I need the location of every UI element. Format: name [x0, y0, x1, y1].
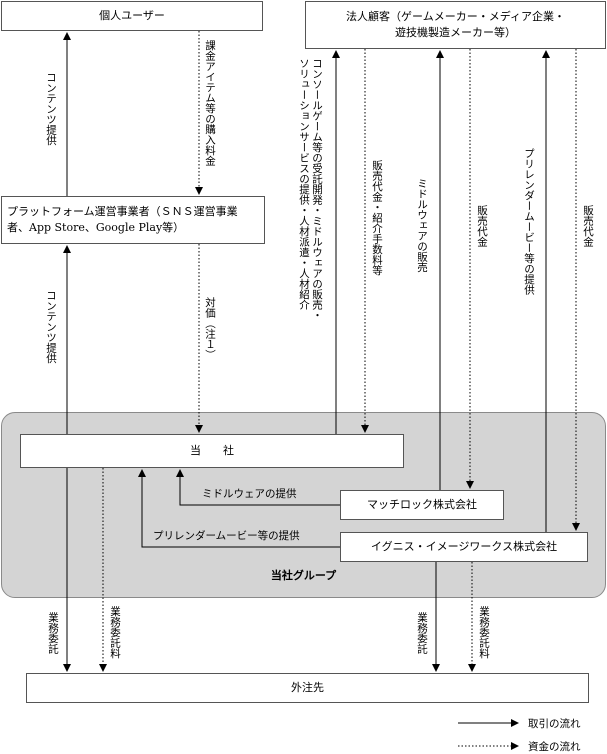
outsource-box: 外注先 [26, 673, 589, 703]
legend-funds-label: 資金の流れ [528, 741, 581, 753]
label-sales-price-1: 販売代金 [476, 205, 488, 247]
matchlock-box: マッチロック株式会社 [340, 490, 504, 520]
label-prerender-provision-2: プリレンダームービー等の提供 [153, 530, 300, 542]
matchlock-label: マッチロック株式会社 [367, 497, 477, 511]
company-label: 当 社 [190, 443, 234, 457]
label-outsourcing-right: 業務委託 [416, 612, 428, 654]
label-prerender-provision: プリレンダームービー等の提供 [523, 148, 535, 295]
arrow-matchlock-to-company [176, 469, 340, 506]
corporate-client-label-2: 遊技機製造メーカー等） [395, 26, 516, 39]
label-middleware-provision: ミドルウェアの提供 [202, 488, 297, 500]
label-consideration: 対価（注１） [204, 297, 216, 360]
platform-operator-box: プラットフォーム運営事業者（ＳＮＳ運営事業 者、App Store、Google… [1, 196, 265, 244]
label-outsourcing-fee-right: 業務委託料 [478, 606, 490, 659]
label-outsourcing-fee-left: 業務委託料 [109, 606, 121, 659]
label-outsourcing-left: 業務委託 [47, 612, 59, 654]
group-label: 当社グループ [270, 569, 337, 582]
individual-user-label: 個人ユーザー [99, 8, 165, 22]
label-sales-fee: 販売代金・紹介手数料等 [371, 160, 383, 276]
corporate-client-box: 法人顧客（ゲームメーカー・メディア企業・ 遊技機製造メーカー等） [305, 1, 606, 49]
label-console-dev-1: コンソールゲーム等の受託開発・ミドルウェアの販売・ [311, 58, 323, 321]
label-content-provision-mid: コンテンツ提供 [45, 290, 57, 364]
individual-user-box: 個人ユーザー [1, 1, 263, 31]
platform-operator-label-1: プラットフォーム運営事業者（ＳＮＳ運営事業 [7, 204, 238, 218]
label-console-dev-2: ソリューションサービスの提供・人材派遣・人材紹介 [298, 58, 310, 310]
platform-operator-label-2: 者、App Store、Google Play等） [7, 221, 185, 234]
arrow-ignis-to-company [138, 469, 340, 548]
label-content-provision-top: コンテンツ提供 [45, 72, 57, 146]
ignis-box: イグニス・イメージワークス株式会社 [340, 532, 588, 562]
label-middleware-sales: ミドルウェアの販売 [416, 178, 428, 273]
outsource-label: 外注先 [291, 680, 324, 694]
company-box: 当 社 [20, 434, 404, 468]
legend-transaction-label: 取引の流れ [528, 718, 581, 730]
ignis-label: イグニス・イメージワークス株式会社 [370, 539, 558, 553]
label-sales-price-2: 販売代金 [582, 205, 594, 247]
corporate-client-label-1: 法人顧客（ゲームメーカー・メディア企業・ [346, 9, 565, 23]
label-billing-items: 課金アイテム等の購入料金 [204, 40, 216, 166]
